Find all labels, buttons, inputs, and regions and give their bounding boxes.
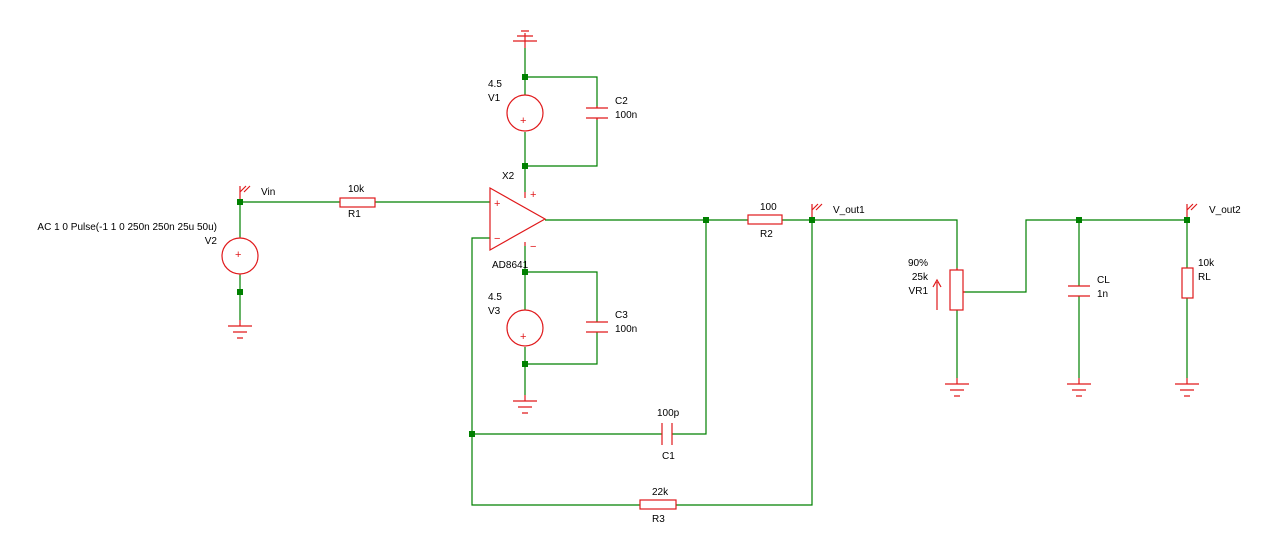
wire-c3-bottom — [525, 332, 598, 365]
vr1-ref-label: VR1 — [909, 286, 929, 297]
cl-ref-label: CL — [1097, 275, 1110, 286]
net-flag-vin-icon — [239, 185, 251, 199]
opamp-vminus-symbol: − — [530, 241, 536, 253]
v2-value-label: AC 1 0 Pulse(-1 1 0 250n 250n 25u 50u) — [37, 222, 217, 233]
r3-ref-label: R3 — [652, 514, 665, 525]
cl-value-label: 1n — [1097, 289, 1108, 300]
v2-source[interactable]: + — [221, 237, 259, 275]
r2-value-label: 100 — [760, 202, 777, 213]
v3-source[interactable]: + — [506, 309, 544, 347]
x2-part-label: AD8641 — [492, 260, 529, 271]
node-v1-top — [522, 74, 528, 80]
v3-value-label: 4.5 — [488, 292, 502, 303]
wire-c3-top — [525, 271, 598, 322]
vr1-value-label: 25k — [912, 272, 929, 283]
r3-resistor[interactable] — [639, 499, 677, 510]
vout1-net-label: V_out1 — [833, 205, 865, 216]
wire-c2-bottom — [525, 118, 598, 167]
net-flag-vout2-icon — [1186, 203, 1198, 217]
ground-v2 — [228, 320, 252, 339]
node-v3-top — [522, 269, 528, 275]
vin-net-label: Vin — [261, 187, 275, 198]
wire-vr1-wiper — [963, 219, 1187, 293]
nodes — [237, 74, 1190, 437]
v2-ref-label: V2 — [205, 236, 218, 247]
wire-c2-top — [525, 76, 598, 108]
node-vin — [237, 199, 243, 205]
r1-value-label: 10k — [348, 184, 365, 195]
rl-value-label: 10k — [1198, 258, 1215, 269]
c1-capacitor[interactable] — [661, 423, 673, 445]
wires — [239, 48, 1188, 506]
node-v3-bottom — [522, 361, 528, 367]
c2-value-label: 100n — [615, 110, 637, 121]
c3-value-label: 100n — [615, 324, 637, 335]
v1-source[interactable]: + — [506, 94, 544, 132]
node-v2-bottom — [237, 289, 243, 295]
cl-capacitor[interactable] — [1068, 285, 1090, 297]
c2-ref-label: C2 — [615, 96, 628, 107]
v3-ref-label: V3 — [488, 306, 501, 317]
c3-capacitor[interactable] — [586, 321, 608, 333]
v1-value-label: 4.5 — [488, 79, 502, 90]
opamp-vplus-symbol: + — [530, 189, 536, 201]
c3-ref-label: C3 — [615, 310, 628, 321]
wire-inv-input — [471, 237, 640, 506]
r1-ref-label: R1 — [348, 209, 361, 220]
node-feedback — [469, 431, 475, 437]
r2-resistor[interactable] — [747, 214, 783, 225]
node-vout1 — [809, 217, 815, 223]
vr1-arrow-icon — [932, 278, 942, 310]
ground-rl — [1175, 378, 1199, 397]
ground-vr1 — [945, 378, 969, 397]
wire-r2-to-vout1 — [782, 219, 958, 270]
opamp-inv-symbol: − — [494, 233, 500, 245]
x2-opamp[interactable]: + − + − — [489, 186, 547, 253]
wire-c1-right — [672, 220, 707, 435]
r1-resistor[interactable] — [339, 197, 376, 208]
v1-ref-label: V1 — [488, 93, 501, 104]
vr1-setting-label: 90% — [908, 258, 928, 269]
vr1-potentiometer[interactable] — [932, 268, 965, 311]
c1-ref-label: C1 — [662, 451, 675, 462]
node-vout2 — [1184, 217, 1190, 223]
rl-ref-label: RL — [1198, 272, 1211, 283]
vout2-net-label: V_out2 — [1209, 205, 1241, 216]
node-cl-top — [1076, 217, 1082, 223]
r3-value-label: 22k — [652, 487, 669, 498]
c2-capacitor[interactable] — [586, 106, 608, 120]
v1-plus-symbol: + — [520, 115, 526, 127]
net-flag-vout1-icon — [811, 203, 823, 217]
node-v1-bottom — [522, 163, 528, 169]
c1-value-label: 100p — [657, 408, 680, 419]
opamp-noninv-symbol: + — [494, 198, 500, 210]
ground-cl — [1067, 378, 1091, 397]
ground-top-supply — [513, 30, 537, 48]
v2-plus-symbol: + — [235, 249, 241, 261]
node-out — [703, 217, 709, 223]
x2-ref-label: X2 — [502, 171, 515, 182]
r2-ref-label: R2 — [760, 229, 773, 240]
ground-bottom-supply — [513, 395, 537, 414]
wire-r3-right — [676, 220, 813, 506]
v3-plus-symbol: + — [520, 331, 526, 343]
labels: Vin V_out1 V_out2 AC 1 0 Pulse(-1 1 0 25… — [37, 79, 1241, 525]
rl-resistor[interactable] — [1181, 267, 1194, 299]
